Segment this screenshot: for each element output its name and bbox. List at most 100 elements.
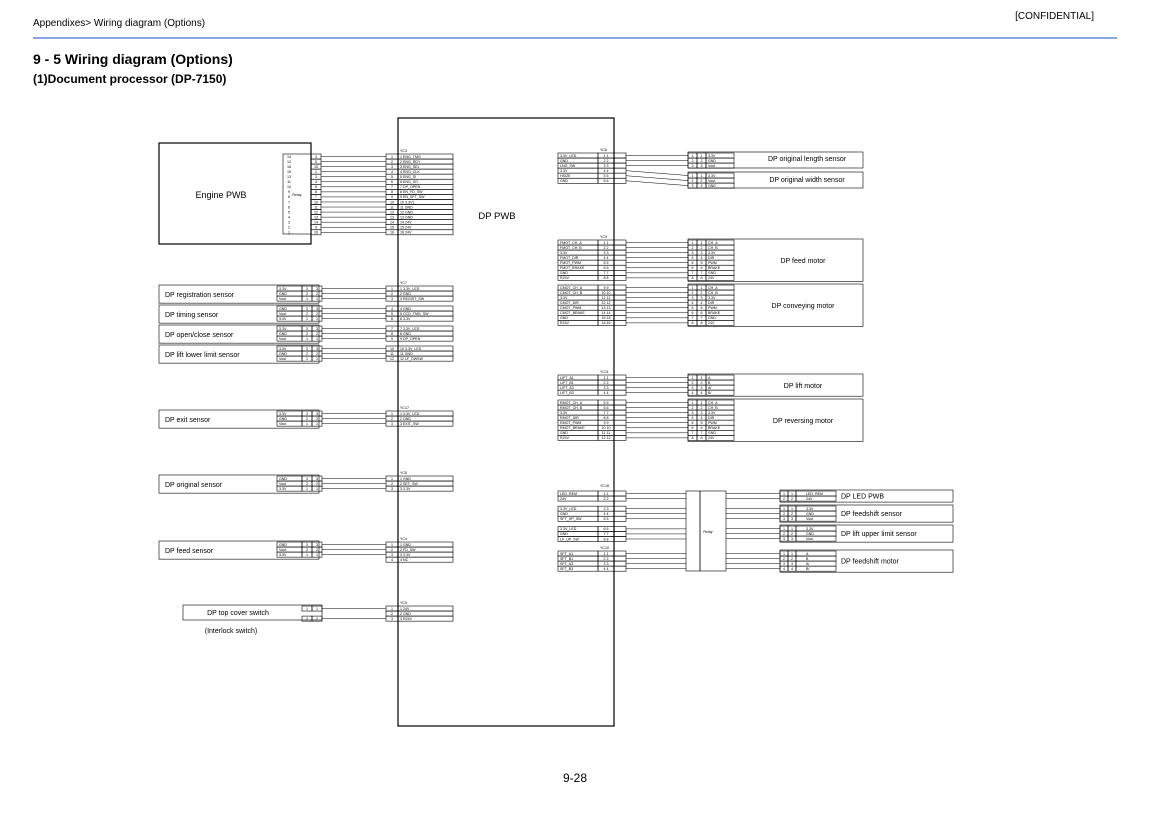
reversing-motor-wire: DIR — [708, 416, 715, 420]
yc17-pin-number: 1 — [391, 412, 393, 416]
conveying-motor-wire: DIR — [708, 301, 715, 305]
upper-limit-sensor-wire-cell — [795, 525, 837, 532]
yc9-signal: R24V — [560, 276, 570, 280]
feedshift-motor-wire-cell — [795, 555, 837, 562]
yc7-device-0-wire: 3.3V — [279, 287, 287, 291]
feedshift-motor-pin-b-num: 4 — [791, 567, 793, 571]
yc9-pin-number: 8 8 — [604, 276, 609, 280]
yc3-signal: 10 3.3V1 — [400, 200, 414, 204]
yc6-wire: Vout — [708, 179, 715, 183]
yc4-device-pin-a-num: 2 — [306, 548, 308, 552]
yc6-pin-number: 4 4 — [604, 169, 609, 173]
yc7-device-1-wire: 3.3V — [279, 317, 287, 321]
yc7-device-0-pin-a-num: 3 — [306, 287, 308, 291]
breadcrumb: Appendixes> Wiring diagram (Options) — [33, 18, 206, 29]
reversing-motor-wire: 3.3V — [708, 411, 716, 415]
yc7-pin-number: 3 — [391, 297, 393, 301]
yc6-wire-cell — [705, 162, 735, 169]
feedshift-sensor-pin-b-num: 1 — [791, 507, 793, 511]
conveying-motor-pin-a-num: 3 — [692, 296, 694, 300]
yc11-signal: RMOT_CH_B — [560, 406, 583, 410]
yc6-signal: GND — [560, 159, 568, 163]
yc7-device-2-pin-a-num: 1 — [306, 337, 308, 341]
yc11-signal: R24V — [560, 436, 570, 440]
yc9-signal: R24V — [560, 321, 570, 325]
yc7-device-2-wire: Vout — [279, 337, 286, 341]
yc7-signal: 3 REGIST_SW — [400, 297, 425, 301]
yc7-device-1-pin-b-num: 1 — [316, 317, 318, 321]
yc4-name: YC4 — [400, 537, 407, 541]
yc7-device-0-pin-b-num: 2 — [316, 292, 318, 296]
yc8-device-pin-b-num: 1 — [316, 487, 318, 491]
yc16-cable-pin — [613, 531, 627, 537]
yc11-pin-number: 8 8 — [604, 416, 609, 420]
yc7-device-0-pin-a-num: 1 — [306, 297, 308, 301]
reversing-motor-pin-b-num: 2 — [701, 406, 703, 410]
yc7-signal: 4 GND — [400, 307, 411, 311]
yc17-device-box — [158, 409, 320, 429]
feed-motor-wire: GND — [708, 271, 716, 275]
feedshift-motor-pin-a-num: 3 — [783, 562, 785, 566]
yc11-signal: LIFT_B1 — [560, 381, 574, 385]
yc10-signal: SFT_B3 — [560, 567, 573, 571]
reversing-motor-pin-b-num: 1 — [701, 401, 703, 405]
yc17-device-wire: 3.3V — [279, 412, 287, 416]
yc7-pin-number: 2 — [391, 292, 393, 296]
feedshift-motor-label: DP feedshift motor — [841, 559, 900, 566]
yc8-device-pin-a-num: 2 — [306, 482, 308, 486]
yc3-engine-pin: 16 — [287, 165, 291, 169]
yc6-device-pin-b-num: 1 — [701, 174, 703, 178]
yc7-device-2-wire: GND — [279, 332, 287, 336]
yc7-device-3-box — [158, 344, 320, 364]
yc5-switch-pin-num: 2 — [306, 617, 308, 621]
lift-motor-label: DP lift motor — [784, 383, 823, 390]
feedshift-sensor-wire-cell — [795, 505, 837, 512]
yc9-pin-number: 7 7 — [604, 271, 609, 275]
yc9-cable-pin — [613, 275, 627, 281]
yc7-name: YC7 — [400, 281, 407, 285]
lift-motor-pin-a-num: 1 — [692, 376, 694, 380]
feedshift-sensor-wire: GND — [806, 512, 814, 516]
led-pwb-wire-cell — [795, 495, 837, 502]
yc3-relay-pin-num: 7 — [315, 195, 317, 199]
yc7-device-2-label: DP open/close sensor — [165, 332, 234, 339]
yc3-engine-pin: 15 — [287, 170, 291, 174]
yc7-device-0-wire: Vout — [279, 297, 286, 301]
yc3-pin-number: 2 — [391, 160, 393, 164]
upper-limit-sensor-label: DP lift upper limit sensor — [841, 531, 917, 538]
yc5-switch-pin-num: 1 — [306, 607, 308, 611]
yc11-signal: 3.3V — [560, 411, 568, 415]
yc6-pin-number: 6 6 — [604, 179, 609, 183]
yc7-signal: 5 CCD_TMG_SW — [400, 312, 429, 316]
upper-limit-sensor-pin-a-num: 1 — [783, 527, 785, 531]
yc7-device-0-pin-b-num: 1 — [316, 297, 318, 301]
yc11-pin-number: 11 11 — [602, 431, 610, 435]
dp-pwb-box — [397, 117, 615, 727]
led-pwb-wire: 24V — [806, 497, 813, 501]
yc11-cable-pin — [613, 389, 627, 396]
yc10-cable-pin — [613, 560, 627, 567]
yc16-cable-pin — [613, 526, 627, 532]
feedshift-motor-pin-b-num: 3 — [791, 562, 793, 566]
yc11-cable-pin — [613, 384, 627, 391]
yc3-relay-pin-num: 9 — [315, 226, 317, 230]
feed-motor-label: DP feed motor — [780, 258, 826, 265]
conveying-motor-pin-b-num: 3 — [701, 296, 703, 300]
yc7-signal: 2 GND — [400, 292, 411, 296]
yc11-pin-number: 5 5 — [604, 401, 609, 405]
yc8-signal: 1 GND — [400, 477, 411, 481]
feedshift-sensor-pin-b-num: 3 — [791, 517, 793, 521]
yc8-device-box — [158, 474, 320, 494]
yc8-device-wire: Vout — [279, 482, 286, 486]
yc11-cable-pin — [613, 414, 627, 421]
yc6-pin-number: 2 2 — [604, 159, 609, 163]
yc7-device-2-box — [158, 324, 320, 344]
yc16-cable-pin — [613, 510, 627, 517]
yc9-signal: CMOT_CH_B — [560, 291, 583, 295]
yc17-signal-cell — [397, 420, 454, 427]
yc6-pin-number: 1 1 — [604, 154, 609, 158]
lift-motor-wire: B — [708, 381, 711, 385]
yc3-pin-number: 4 — [391, 170, 393, 174]
conveying-motor-wire: PWM — [708, 306, 717, 310]
yc3-engine-pin: 6 — [288, 205, 290, 209]
